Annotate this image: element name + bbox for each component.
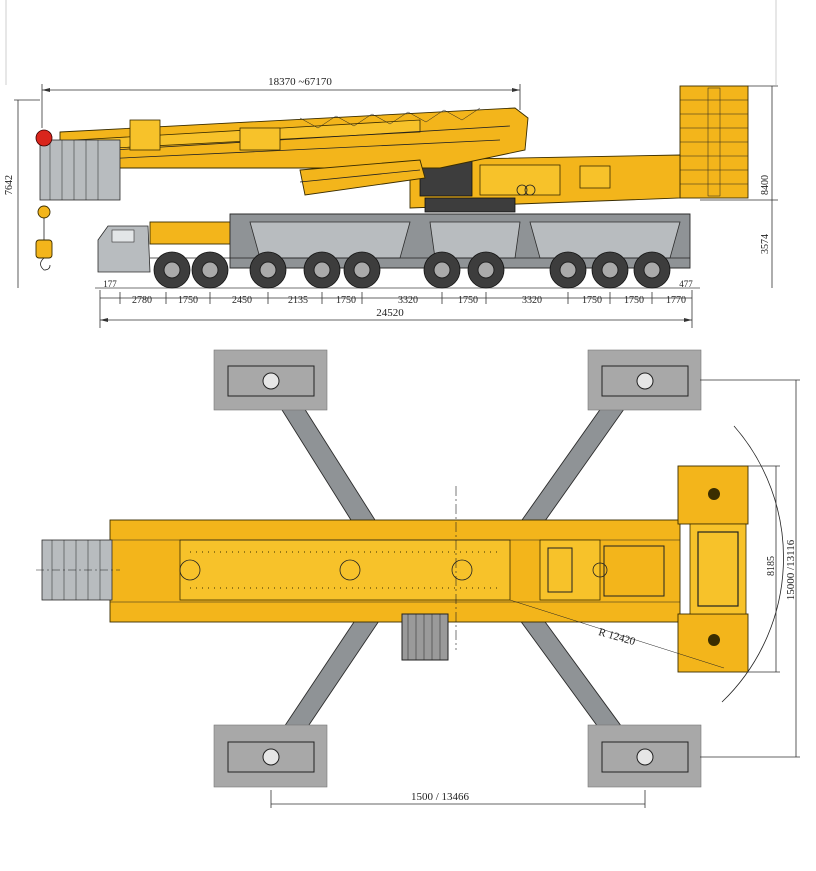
height-left-dimension: 7642 <box>4 99 40 288</box>
wheel <box>467 251 505 289</box>
radius-label: R 12420 <box>597 626 637 648</box>
outrigger-pad-rear-left <box>213 724 328 788</box>
outrigger-pad-front-left <box>213 349 328 411</box>
height-right-label: 8400 <box>760 175 771 195</box>
winch-drum <box>401 613 449 661</box>
wheel <box>303 251 341 289</box>
axle-spacing-label: 3320 <box>522 295 542 306</box>
overall-length-label: 24520 <box>376 307 404 319</box>
superstructure <box>409 154 681 213</box>
wheel <box>549 251 587 289</box>
outrigger-base-label: 1500 / 13466 <box>411 791 470 803</box>
counterweight-stack <box>679 85 749 199</box>
front-overhang-label: 177 <box>103 279 117 289</box>
top-view: R 12420 15000 /13116 8185 1500 / 13466 <box>36 349 800 808</box>
axle-spacing-label: 1770 <box>666 295 686 306</box>
boom-length-label: 18370 ~67170 <box>268 76 332 88</box>
counterweight-width-label: 8185 <box>766 556 777 576</box>
wheel <box>249 251 287 289</box>
axle-spacing-label: 1750 <box>336 295 356 306</box>
side-view: 18370 ~67170 7642 8400 3574 <box>4 76 778 328</box>
axle-spacing-label: 1750 <box>624 295 644 306</box>
wheel <box>343 251 381 289</box>
height-left-label: 7642 <box>4 175 15 195</box>
height-right-dimension: 8400 3574 <box>700 85 778 288</box>
hook-block <box>35 218 53 271</box>
boom-head <box>35 129 121 219</box>
wheel <box>633 251 671 289</box>
axle-spacing-label: 2135 <box>288 295 308 306</box>
outrigger-pads <box>213 349 702 788</box>
wheel <box>153 251 191 289</box>
ground-clearance-label: 3574 <box>760 234 771 254</box>
outrigger-width-label: 15000 /13116 <box>785 539 797 600</box>
telescopic-boom <box>59 107 529 196</box>
axle-spacing-dimensions: 177 477 2780 1750 2450 2135 1750 3320 17… <box>99 279 693 328</box>
axle-spacing-label: 2780 <box>132 295 152 306</box>
outrigger-pad-rear-right <box>587 724 702 788</box>
axle-spacing-label: 1750 <box>458 295 478 306</box>
width-dimensions: 15000 /13116 8185 <box>700 379 800 758</box>
boom-head-top <box>36 539 120 601</box>
outrigger-base-dimension: 1500 / 13466 <box>270 790 646 808</box>
axle-spacing-label: 1750 <box>178 295 198 306</box>
wheel <box>191 251 229 289</box>
axle-spacing-label: 2450 <box>232 295 252 306</box>
outrigger-pad-front-right <box>587 349 702 411</box>
rear-overhang-label: 477 <box>679 279 693 289</box>
wheels <box>153 251 671 289</box>
axle-spacing-label: 3320 <box>398 295 418 306</box>
carrier-top <box>109 519 681 623</box>
sheave-red <box>35 129 53 147</box>
wheel <box>423 251 461 289</box>
wheel <box>591 251 629 289</box>
boom-length-dimension: 18370 ~67170 <box>41 76 521 128</box>
axle-spacing-label: 1750 <box>582 295 602 306</box>
counterweight-top <box>677 465 749 673</box>
